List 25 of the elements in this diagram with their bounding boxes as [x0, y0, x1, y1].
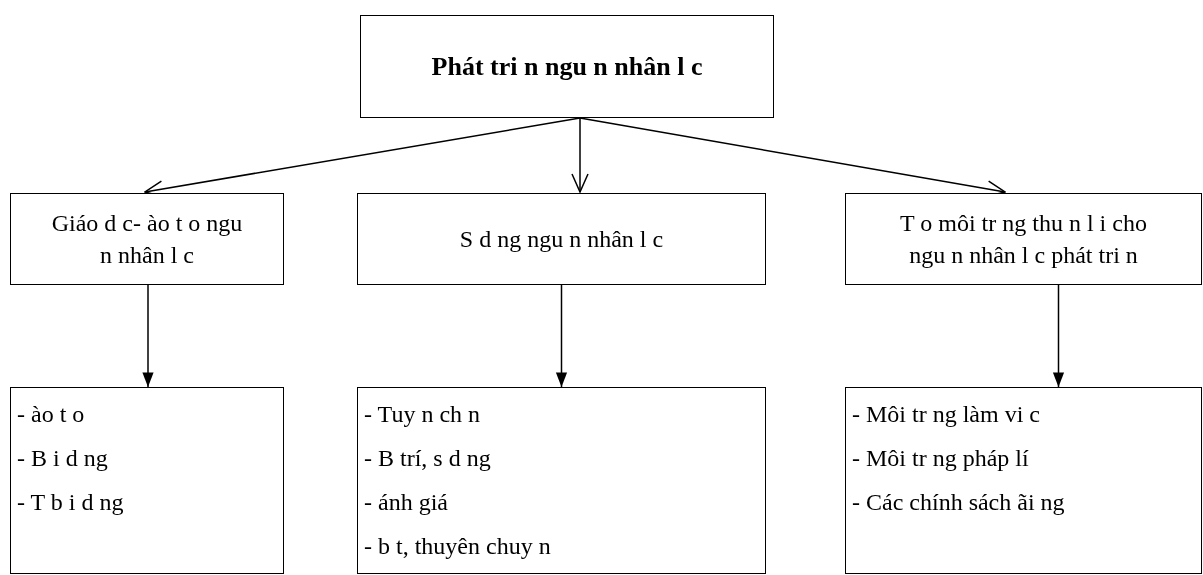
process-box: [845, 193, 1202, 285]
list-box: [10, 387, 284, 574]
arrow: [555, 284, 568, 388]
box-label: T o môi tr ng thu n l i cho ngu n nhân l c phát tri n: [899, 209, 1148, 270]
list-box: [357, 387, 766, 574]
process-box: [10, 193, 284, 285]
list-box: [845, 387, 1202, 574]
list-item: - B i d ng: [17, 444, 109, 473]
list-item: - ào t o: [17, 400, 86, 429]
list-item: - Môi tr ng làm vi c: [852, 400, 1041, 429]
list-item: - b t, thuyên chuy n: [364, 532, 552, 561]
list-item: - Tuy n ch n: [364, 400, 482, 429]
list-item: - Môi tr ng pháp lí: [852, 444, 1030, 473]
arrow: [142, 284, 154, 388]
box-label: Giáo d c- ào t o ngu n nhân l c: [50, 209, 244, 270]
process-box: [360, 15, 774, 118]
box-label: Phát tri n ngu n nhân l c: [430, 50, 704, 83]
list-item: - Các chính sách ãi ng: [852, 488, 1066, 517]
list-item: - B trí, s d ng: [364, 444, 492, 473]
box-label: S d ng ngu n nhân l c: [458, 225, 665, 254]
list-item: - T b i d ng: [17, 488, 125, 517]
list-item: - ánh giá: [364, 488, 449, 517]
process-box: [357, 193, 766, 285]
arrow: [1052, 284, 1065, 388]
arrow: [571, 117, 589, 193]
